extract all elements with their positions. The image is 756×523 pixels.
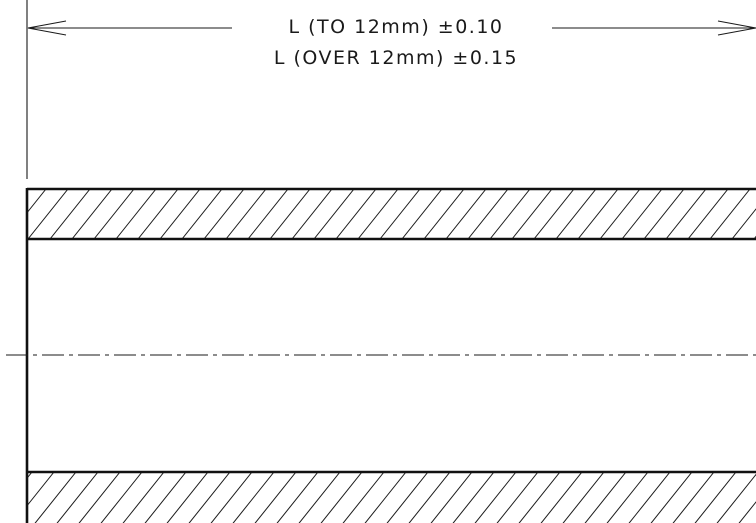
hatch-line: [606, 472, 649, 523]
hatch-line: [709, 189, 751, 239]
hatch-line: [144, 472, 187, 523]
hatch-line: [49, 189, 91, 239]
dimension-label-short: L (TO 12mm) ±0.10: [288, 16, 503, 38]
hatch-line: [276, 472, 319, 523]
hatch-line: [159, 189, 201, 239]
hatch-line: [364, 472, 407, 523]
hatch-line: [93, 189, 135, 239]
hatch-line: [467, 189, 509, 239]
right-arrowhead: [717, 20, 756, 36]
hatch-line: [203, 189, 245, 239]
hatch-line: [320, 472, 363, 523]
hatch-line: [496, 472, 539, 523]
hatch-line: [511, 189, 553, 239]
hatch-line: [584, 472, 627, 523]
top-wall-hatching: [0, 189, 756, 239]
hatch-line: [56, 472, 99, 523]
hatch-line: [731, 208, 756, 239]
hatch-line: [357, 189, 399, 239]
hatch-line: [247, 189, 289, 239]
hatch-line: [254, 472, 297, 523]
hatch-line: [379, 189, 421, 239]
hatch-line: [34, 472, 77, 523]
dimension-line: [27, 20, 756, 36]
hatch-line: [452, 472, 495, 523]
hatch-line: [621, 189, 663, 239]
hatch-line: [78, 472, 121, 523]
top-wall-section: [0, 187, 756, 241]
hatch-line: [474, 472, 517, 523]
left-arrowhead: [27, 20, 67, 36]
hatch-line: [291, 189, 333, 239]
hatch-line: [0, 189, 24, 239]
hatch-line: [643, 189, 685, 239]
hatch-line: [423, 189, 465, 239]
hatch-line: [599, 189, 641, 239]
hatch-line: [342, 472, 385, 523]
hatch-line: [555, 189, 597, 239]
hatch-line: [100, 472, 143, 523]
hatch-line: [401, 189, 443, 239]
hatch-line: [672, 472, 715, 523]
hatch-line: [269, 189, 311, 239]
hatch-line: [71, 189, 113, 239]
hatch-line: [232, 472, 275, 523]
hatch-line: [210, 472, 253, 523]
hatch-line: [122, 472, 165, 523]
hatch-line: [489, 189, 531, 239]
hatch-line: [408, 472, 451, 523]
hatch-line: [577, 189, 619, 239]
hatch-line: [0, 472, 10, 523]
hatch-line: [188, 472, 231, 523]
dimension-label-long: L (OVER 12mm) ±0.15: [274, 47, 518, 69]
hatch-line: [650, 472, 693, 523]
hatch-line: [166, 472, 209, 523]
hatch-line: [27, 189, 69, 239]
hatch-line: [716, 473, 756, 523]
hatch-line: [430, 472, 473, 523]
hatch-line: [27, 189, 47, 214]
hatch-line: [137, 189, 179, 239]
hatch-line: [181, 189, 223, 239]
hatch-line: [738, 501, 756, 523]
hatch-line: [694, 472, 737, 523]
hatch-line: [628, 472, 671, 523]
hatch-line: [445, 189, 487, 239]
hatch-line: [115, 189, 157, 239]
hatch-line: [313, 189, 355, 239]
bottom-wall-hatching: [0, 472, 756, 523]
bottom-wall-section: [0, 470, 756, 523]
hatch-line: [386, 472, 429, 523]
hatch-line: [562, 472, 605, 523]
hatch-line: [518, 472, 561, 523]
hatch-line: [665, 189, 707, 239]
hatch-line: [0, 189, 2, 239]
hatch-line: [225, 189, 267, 239]
hatch-line: [540, 472, 583, 523]
hatch-line: [533, 189, 575, 239]
hatch-line: [687, 189, 729, 239]
hatch-line: [27, 472, 55, 507]
hatch-line: [335, 189, 377, 239]
hatch-line: [298, 472, 341, 523]
